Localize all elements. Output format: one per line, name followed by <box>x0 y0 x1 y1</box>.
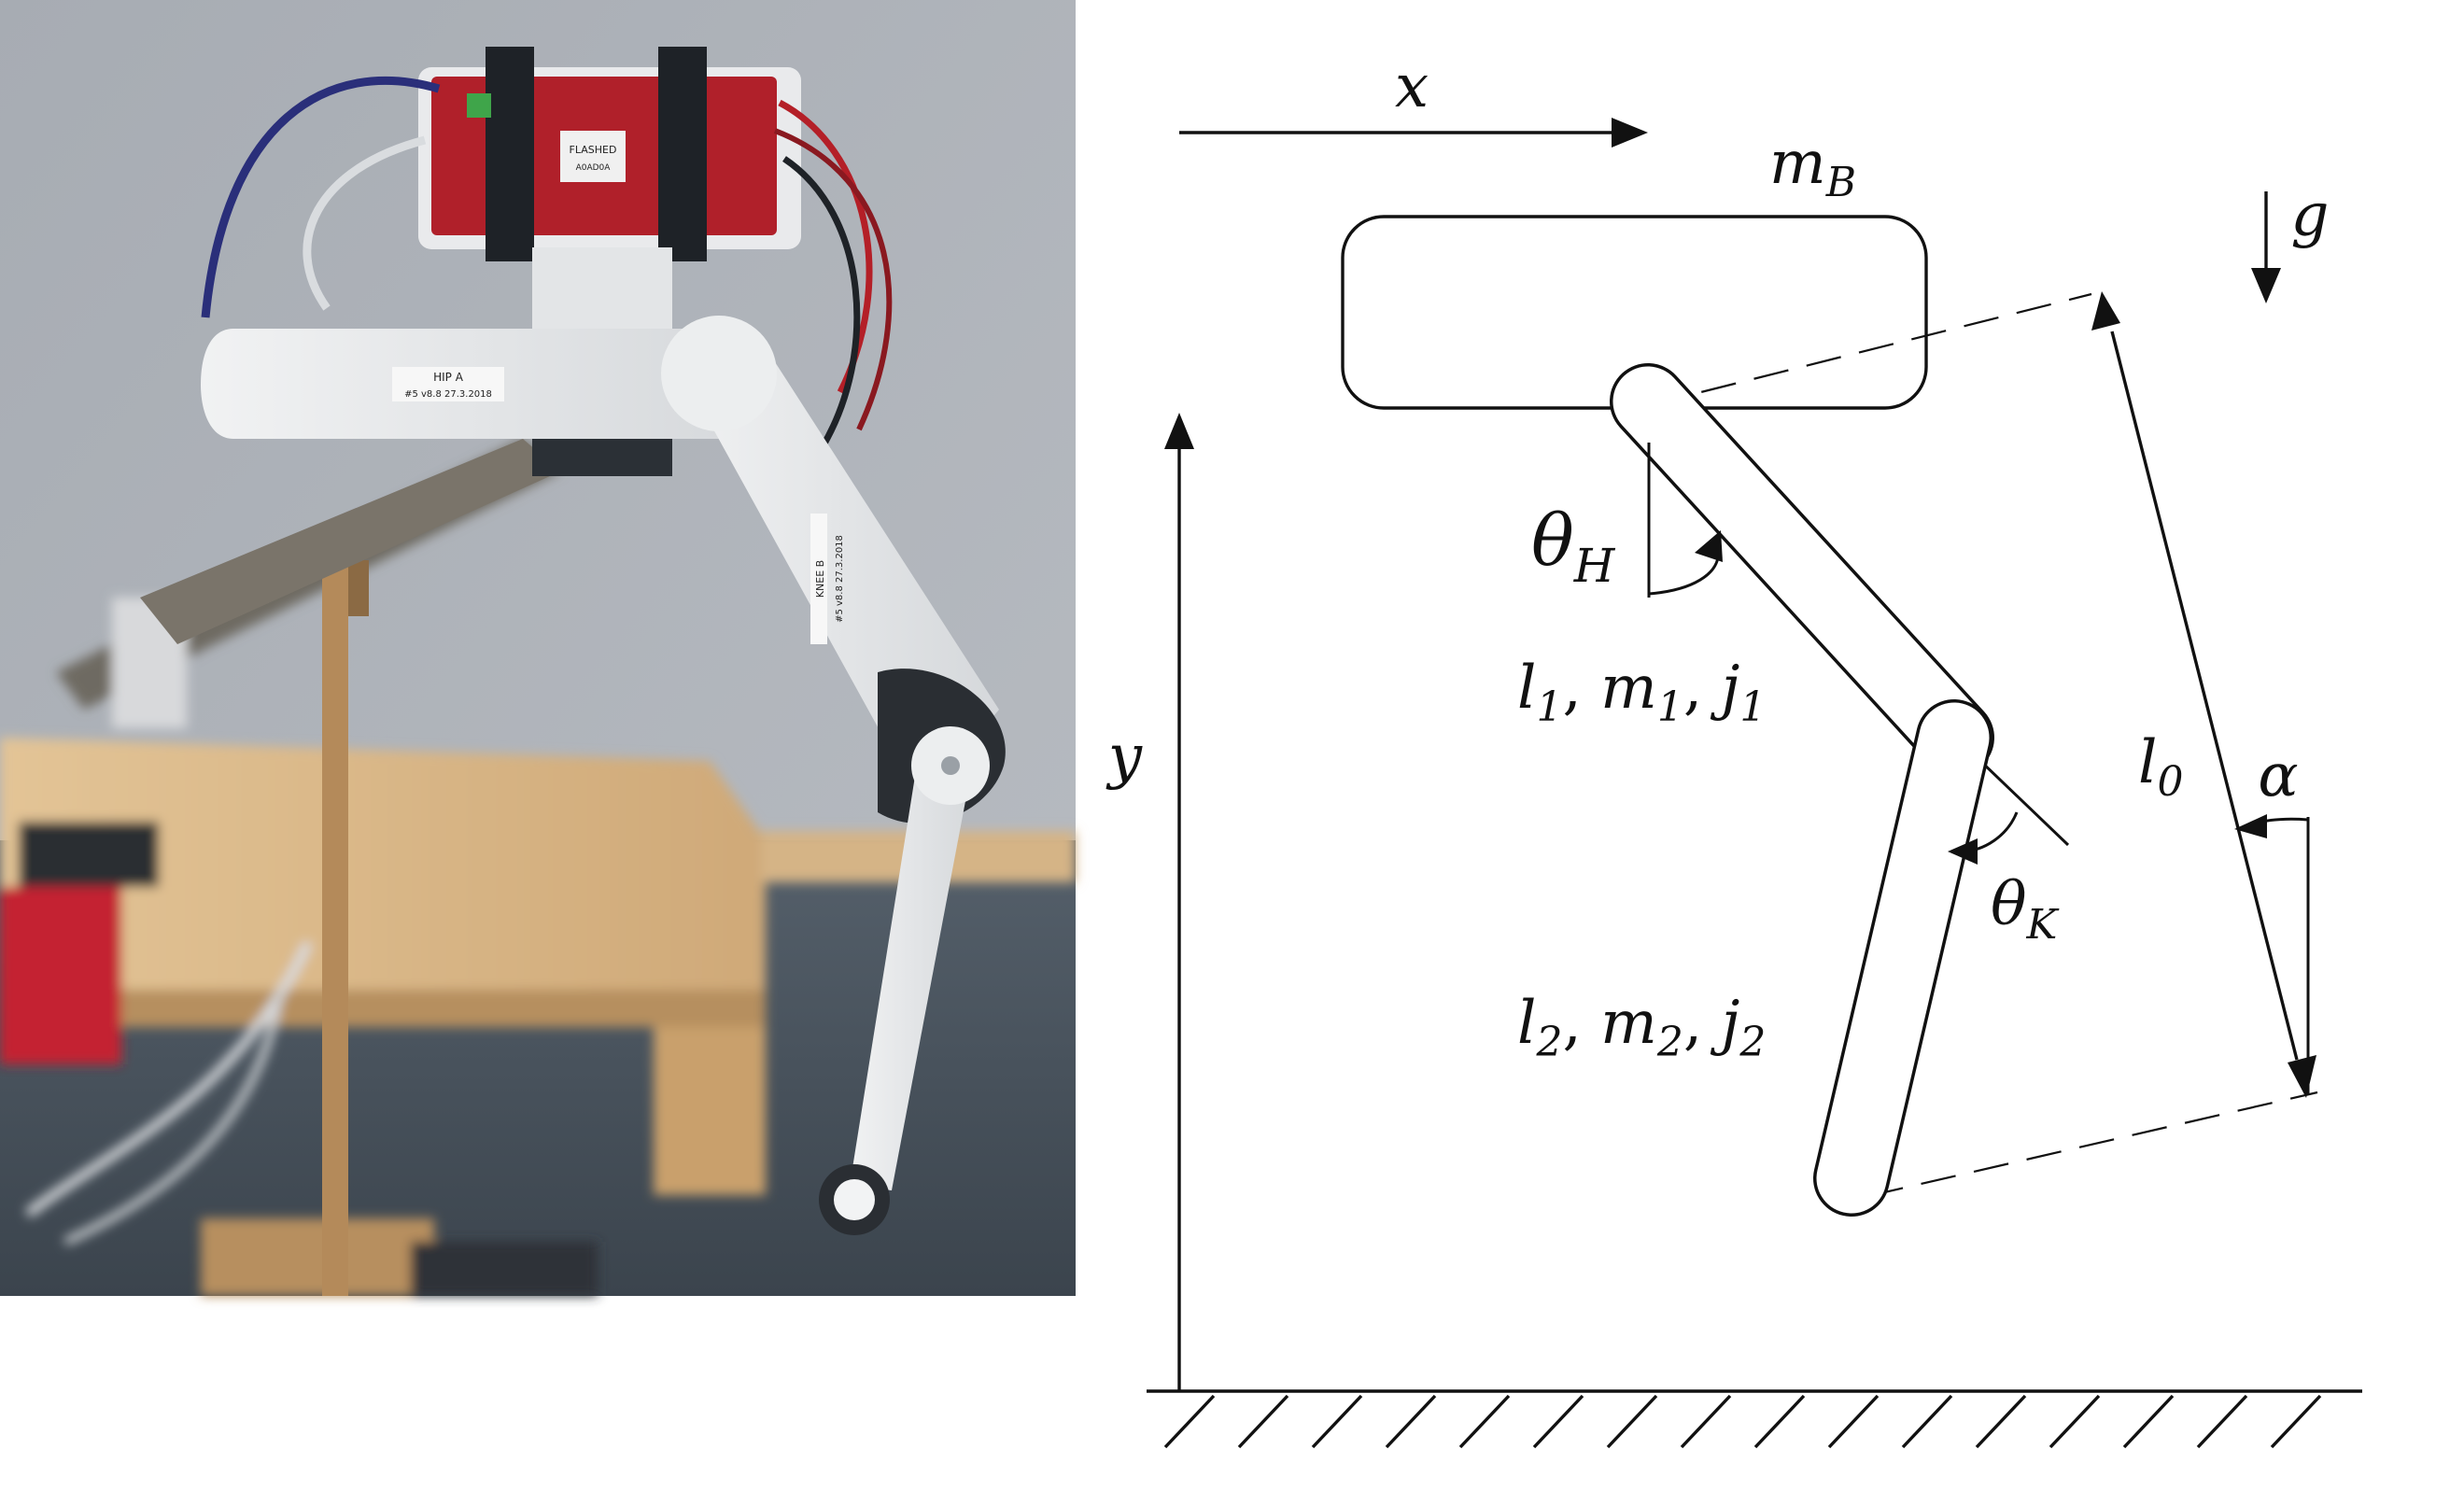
link1-label: l1, m1, j1 <box>1517 654 1766 731</box>
body-mass-label: mB <box>1769 129 1856 206</box>
bottom-dashed-line <box>1867 1091 2318 1198</box>
hip-serial-text: #5 v8.8 27.3.2018 <box>404 389 492 400</box>
leg-length-line <box>2110 331 2299 1061</box>
alpha-angle-arrowhead <box>2234 814 2267 838</box>
board-sticker-text-1: FLASHED <box>570 144 617 156</box>
x-arrowhead <box>1612 118 1648 148</box>
shank-link <box>819 726 990 1235</box>
y-arrowhead <box>1164 413 1194 449</box>
ground-hatch-mark <box>1163 1394 1216 1449</box>
shank-capsule <box>1813 699 1992 1217</box>
knee-angle-arrowhead <box>1948 838 1978 865</box>
gravity-label: g <box>2291 181 2330 250</box>
ground-hatch-mark <box>1385 1394 1437 1449</box>
leg-length-arrow-top <box>2091 291 2120 331</box>
ground-hatch-mark <box>1975 1394 2027 1449</box>
knee-angle-label: θK <box>1991 870 2060 949</box>
ground-hatch-mark <box>1753 1394 1806 1449</box>
robot-photo: FLASHED A0AD0A HIP A #5 v8.8 27.3.2018 <box>0 0 1076 1296</box>
thigh-link: KNEE B #5 v8.8 27.3.2018 <box>661 316 1006 823</box>
electronics-board: FLASHED A0AD0A <box>201 47 893 476</box>
knee-tag-text: KNEE B <box>814 560 826 598</box>
hip-angle-label: θH <box>1531 499 1616 593</box>
ground-hatch-mark <box>2196 1394 2248 1449</box>
alpha-label: α <box>2258 741 2298 810</box>
ground-hatch-mark <box>1532 1394 1584 1449</box>
ground-hatch-mark <box>1680 1394 1732 1449</box>
x-axis-label: x <box>1395 52 1429 121</box>
ground-hatch-mark <box>2122 1394 2175 1449</box>
leg-schematic: x y g mB θH <box>1105 52 2362 1449</box>
ground-hatch-mark <box>1606 1394 1658 1449</box>
hip-link: HIP A #5 v8.8 27.3.2018 <box>201 329 766 439</box>
ground-hatch-mark <box>2049 1394 2101 1449</box>
thigh-capsule <box>1610 363 1994 776</box>
leg-length-arrow-bottom <box>2288 1055 2316 1098</box>
top-dashed-line <box>1648 292 2092 407</box>
hip-angle-arrowhead <box>1695 530 1723 562</box>
ground-hatch-mark <box>1311 1394 1363 1449</box>
hip-tag-text: HIP A <box>433 371 464 384</box>
ground-hatch-mark <box>1237 1394 1289 1449</box>
leg-length-label: l0 <box>2138 728 2183 806</box>
gravity-arrowhead <box>2251 268 2281 303</box>
ground-hatch-mark <box>1901 1394 1953 1449</box>
ground-hatch-mark <box>1827 1394 1880 1449</box>
link2-label: l2, m2, j2 <box>1517 989 1766 1066</box>
ground-hatching <box>1147 1389 2362 1449</box>
ground-hatch-mark <box>2270 1394 2322 1449</box>
board-sticker-text-2: A0AD0A <box>576 163 612 173</box>
y-axis-label: y <box>1105 723 1143 792</box>
ground-hatch-mark <box>1458 1394 1511 1449</box>
knee-serial-text: #5 v8.8 27.3.2018 <box>835 535 845 623</box>
